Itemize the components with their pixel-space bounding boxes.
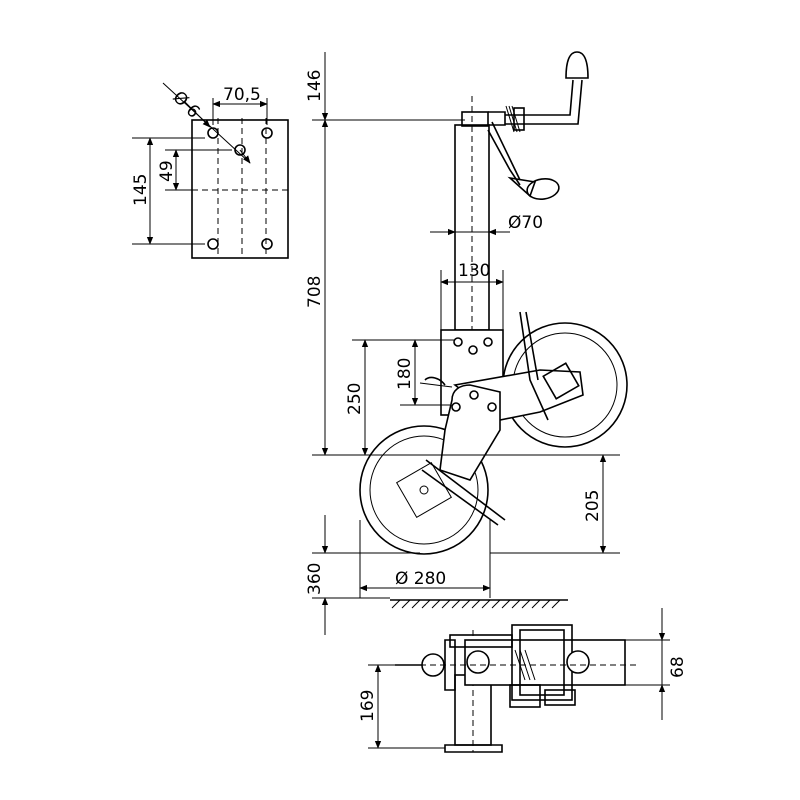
outer-tube [454,96,490,460]
clamp-width-label: 130 [458,261,490,281]
bottom-width-label: 68 [668,656,688,678]
swivel-arm [419,311,584,526]
wheel-axle-height-label: 205 [583,490,603,522]
crank-handle [487,51,589,200]
clamp-height-label: 180 [395,358,415,390]
bottom-view: 68 169 [358,608,688,753]
side-view: 146 708 250 180 360 205 Ø70 130 Ø 280 [305,51,628,635]
plate-height-label: 145 [131,174,151,206]
tube-diameter-label: Ø70 [508,213,543,233]
bottom-height-label: 169 [358,690,378,722]
plate-width-label: 70,5 [223,85,261,105]
ground-line [390,599,568,609]
mounting-plate-view: Ø 6 70,5 145 49 [131,82,289,259]
body-height-label: 708 [305,276,325,308]
wheel-pivot-height-label: 250 [345,383,365,415]
handle-height-label: 146 [305,70,325,102]
ground-clearance-label: 360 [305,563,325,595]
plate-hole-spacing-label: 49 [157,160,177,182]
wheel-diameter-label: Ø 280 [395,569,446,589]
